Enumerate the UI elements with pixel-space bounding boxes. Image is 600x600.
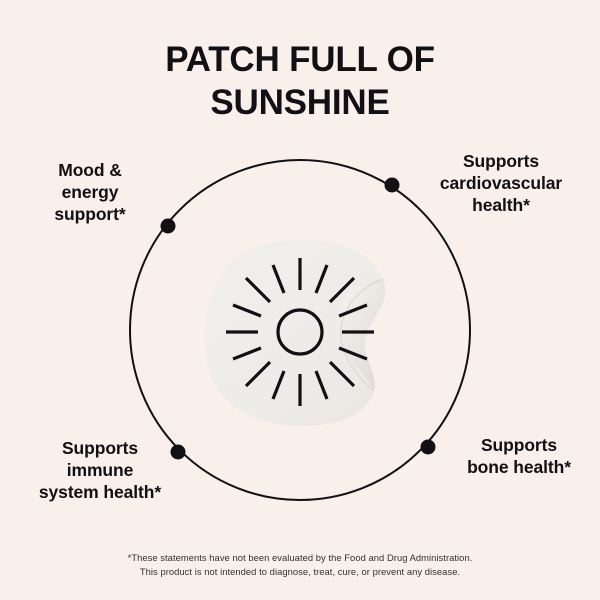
disclaimer-text: *These statements have not been evaluate… — [127, 552, 473, 577]
node-dot-cardiovascular[interactable] — [384, 177, 400, 193]
page-title: PATCH FULL OF SUNSHINE — [165, 40, 435, 122]
sun-icon — [226, 258, 374, 406]
patch-fold-line — [339, 278, 384, 392]
node-dot-immune[interactable] — [170, 444, 186, 460]
patch-body — [204, 239, 386, 427]
diagram-circle — [129, 159, 471, 501]
benefit-label-cardiovascular: Supports cardiovascular health* — [439, 151, 563, 215]
benefit-label-immune: Supports immune system health* — [38, 438, 162, 502]
vitamin-patch-graphic — [204, 239, 386, 427]
benefit-label-mood: Mood & energy support* — [54, 160, 126, 224]
node-dot-mood[interactable] — [160, 218, 176, 234]
node-dot-bone[interactable] — [420, 439, 436, 455]
benefit-label-bone: Supports bone health* — [467, 435, 571, 477]
